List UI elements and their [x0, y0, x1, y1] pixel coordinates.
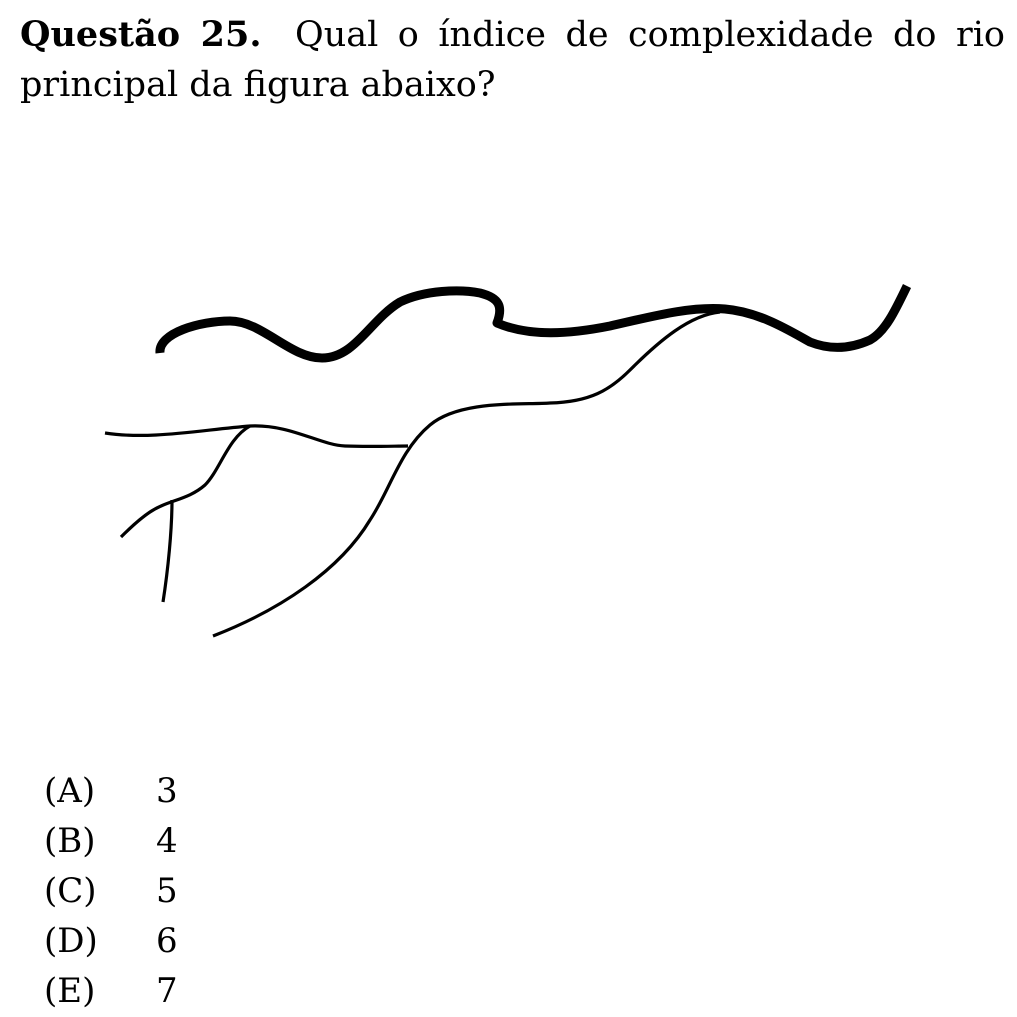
option-letter: (B) [44, 821, 96, 861]
option-e[interactable]: (E) 7 [44, 966, 178, 1016]
option-letter: (E) [44, 971, 96, 1011]
answer-options: (A) 3 (B) 4 (C) 5 (D) 6 (E) 7 [44, 766, 178, 1016]
tributary-main-join [212, 310, 721, 638]
option-letter: (D) [44, 921, 98, 961]
question-label: Questão 25. [20, 14, 262, 55]
tributary-branch-down [119, 424, 251, 539]
option-c[interactable]: (C) 5 [44, 866, 178, 916]
question-text: Qual o índice de complexidade do rio pri… [20, 15, 1005, 105]
tributary-short-branch [161, 499, 174, 603]
option-value: 5 [156, 871, 178, 911]
option-a[interactable]: (A) 3 [44, 766, 178, 816]
option-letter: (C) [44, 871, 97, 911]
main-river [155, 284, 912, 363]
option-letter: (A) [44, 771, 96, 811]
option-value: 7 [156, 971, 178, 1011]
option-d[interactable]: (D) 6 [44, 916, 178, 966]
option-value: 4 [156, 821, 178, 861]
question-statement: Questão 25. Qual o índice de complexidad… [20, 10, 1005, 110]
option-value: 3 [156, 771, 178, 811]
option-value: 6 [156, 921, 178, 961]
option-b[interactable]: (B) 4 [44, 816, 178, 866]
tributary-upper-left [104, 424, 409, 449]
